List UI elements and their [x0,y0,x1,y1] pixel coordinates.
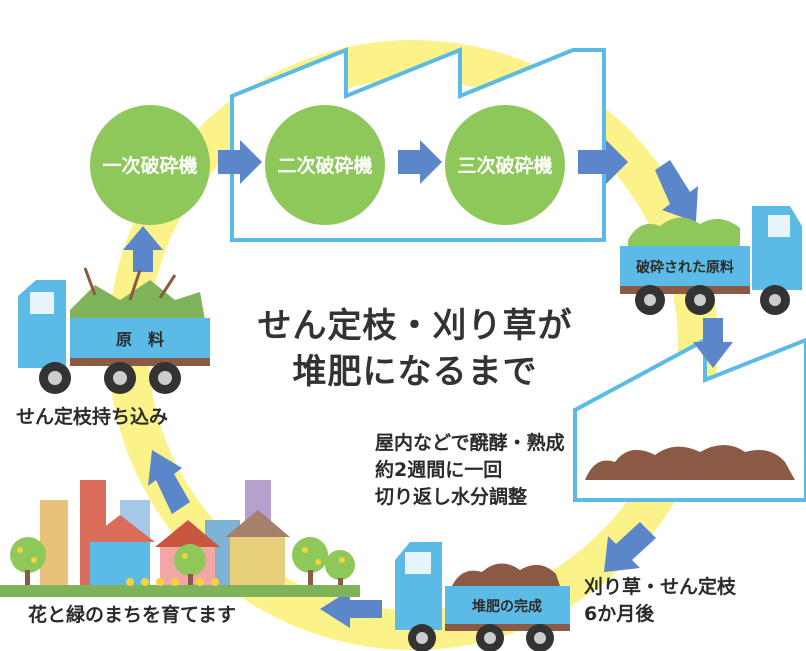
crushed-material-label: 破砕された原料 [636,259,734,276]
arrow-left-icon [320,590,382,628]
compost-truck [395,542,570,651]
arrow-right-icon [398,140,442,184]
diagram-title-line2: 堆肥になるまで [292,352,538,392]
town-caption: 花と緑のまちを育てます [28,604,237,626]
bring-in-caption: せん定枝持ち込み [16,406,169,428]
crushed-material-truck [620,206,802,315]
process-note-line: 約2週間に一回 [375,459,503,481]
arrow-right-icon [578,140,628,184]
arrow-down-icon [693,318,733,368]
secondary-crusher-label: 二次破砕機 [277,154,372,177]
raw-material-truck [18,267,210,394]
duration-note: 刈り草・せん定枝 6か月後 [584,574,736,628]
tertiary-crusher-circle [445,105,565,225]
tertiary-crusher-label: 三次破砕機 [457,154,552,177]
secondary-crusher-circle [265,105,385,225]
arrow-down-right-icon [655,160,698,222]
process-note: 屋内などで醗酵・熟成 約2週間に一回 切り返し水分調整 [375,430,565,511]
raw-material-label: 原 料 [116,330,164,349]
compost-complete-label: 堆肥の完成 [472,598,542,615]
process-note-line: 屋内などで醗酵・熟成 [375,432,565,454]
duration-note-line: 6か月後 [584,603,655,625]
arrow-up-left-icon [148,450,190,514]
primary-crusher-label: 一次破砕機 [102,154,197,177]
arrow-down-left-icon [604,522,656,572]
arrow-right-icon [218,140,262,184]
diagram-title-line1: せん定枝・刈り草が [257,306,573,346]
arrow-up-icon [123,226,163,272]
compost-pile [585,445,795,480]
town-illustration [0,480,360,597]
primary-crusher-circle [90,105,210,225]
duration-note-line: 刈り草・せん定枝 [584,576,737,598]
process-note-line: 切り返し水分調整 [375,486,528,508]
